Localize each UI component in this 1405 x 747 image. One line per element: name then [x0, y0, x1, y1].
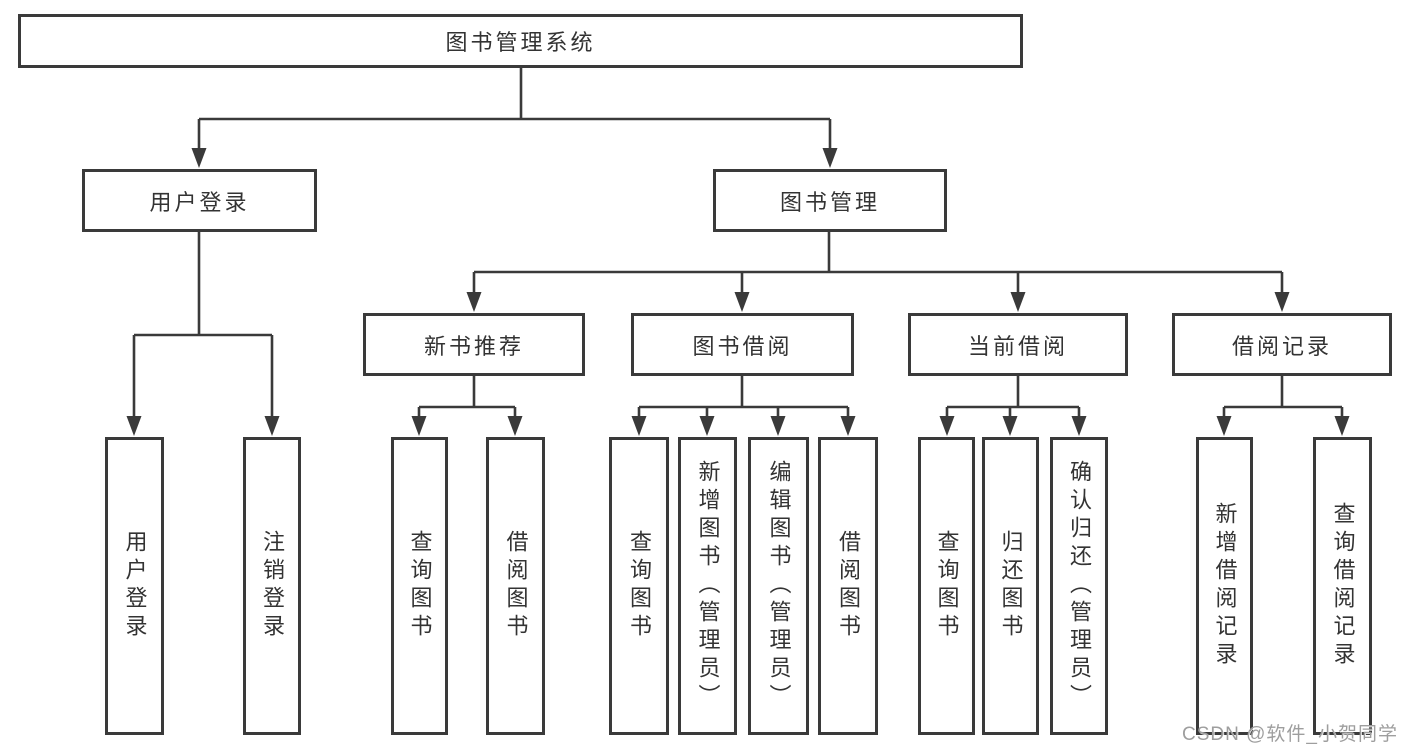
- node-label: 注销登录: [260, 530, 285, 642]
- leaf-query-books-borrowing: 查询图书: [609, 437, 669, 735]
- node-label: 用户登录: [122, 530, 148, 642]
- node-label: 查询借阅记录: [1330, 502, 1356, 670]
- leaf-confirm-return-admin: 确认归还（管理员）: [1050, 437, 1108, 735]
- leaf-borrow-books-recommend: 借阅图书: [486, 437, 545, 735]
- node-label: 查询图书: [934, 530, 960, 642]
- node-label: 编辑图书（管理员）: [766, 460, 792, 712]
- leaf-edit-books-admin: 编辑图书（管理员）: [748, 437, 809, 735]
- node-new-book-recommendation: 新书推荐: [363, 313, 585, 376]
- node-borrowing-records: 借阅记录: [1172, 313, 1392, 376]
- leaf-user-login: 用户登录: [105, 437, 164, 735]
- node-library-management-system: 图书管理系统: [18, 14, 1023, 68]
- node-label: 新书推荐: [423, 333, 524, 359]
- node-label: 图书管理: [779, 189, 880, 215]
- node-book-management: 图书管理: [713, 169, 947, 232]
- leaf-query-books-current: 查询图书: [918, 437, 975, 735]
- node-label: 查询图书: [627, 530, 652, 642]
- node-user-login: 用户登录: [82, 169, 317, 232]
- leaf-query-borrow-record: 查询借阅记录: [1313, 437, 1372, 735]
- csdn-watermark: CSDN @软件_小贺同学: [1182, 724, 1398, 745]
- node-label: 借阅图书: [836, 530, 861, 642]
- node-label: 新增借阅记录: [1212, 502, 1238, 670]
- node-label: 归还图书: [998, 530, 1024, 642]
- node-current-borrowing: 当前借阅: [908, 313, 1128, 376]
- leaf-borrow-books: 借阅图书: [818, 437, 878, 735]
- node-label: 借阅记录: [1231, 333, 1332, 359]
- leaf-add-borrow-record: 新增借阅记录: [1196, 437, 1253, 735]
- node-label: 图书管理系统: [445, 30, 596, 55]
- node-book-borrowing: 图书借阅: [631, 313, 854, 376]
- node-label: 当前借阅: [967, 333, 1068, 359]
- node-label: 图书借阅: [692, 333, 793, 359]
- node-label: 确认归还（管理员）: [1067, 460, 1092, 712]
- node-label: 新增图书（管理员）: [695, 460, 721, 712]
- node-label: 查询图书: [407, 530, 433, 642]
- node-label: 借阅图书: [503, 530, 529, 642]
- leaf-query-books-recommend: 查询图书: [391, 437, 448, 735]
- leaf-logout: 注销登录: [243, 437, 301, 735]
- leaf-return-books: 归还图书: [982, 437, 1039, 735]
- leaf-add-books-admin: 新增图书（管理员）: [678, 437, 737, 735]
- node-label: 用户登录: [149, 189, 250, 215]
